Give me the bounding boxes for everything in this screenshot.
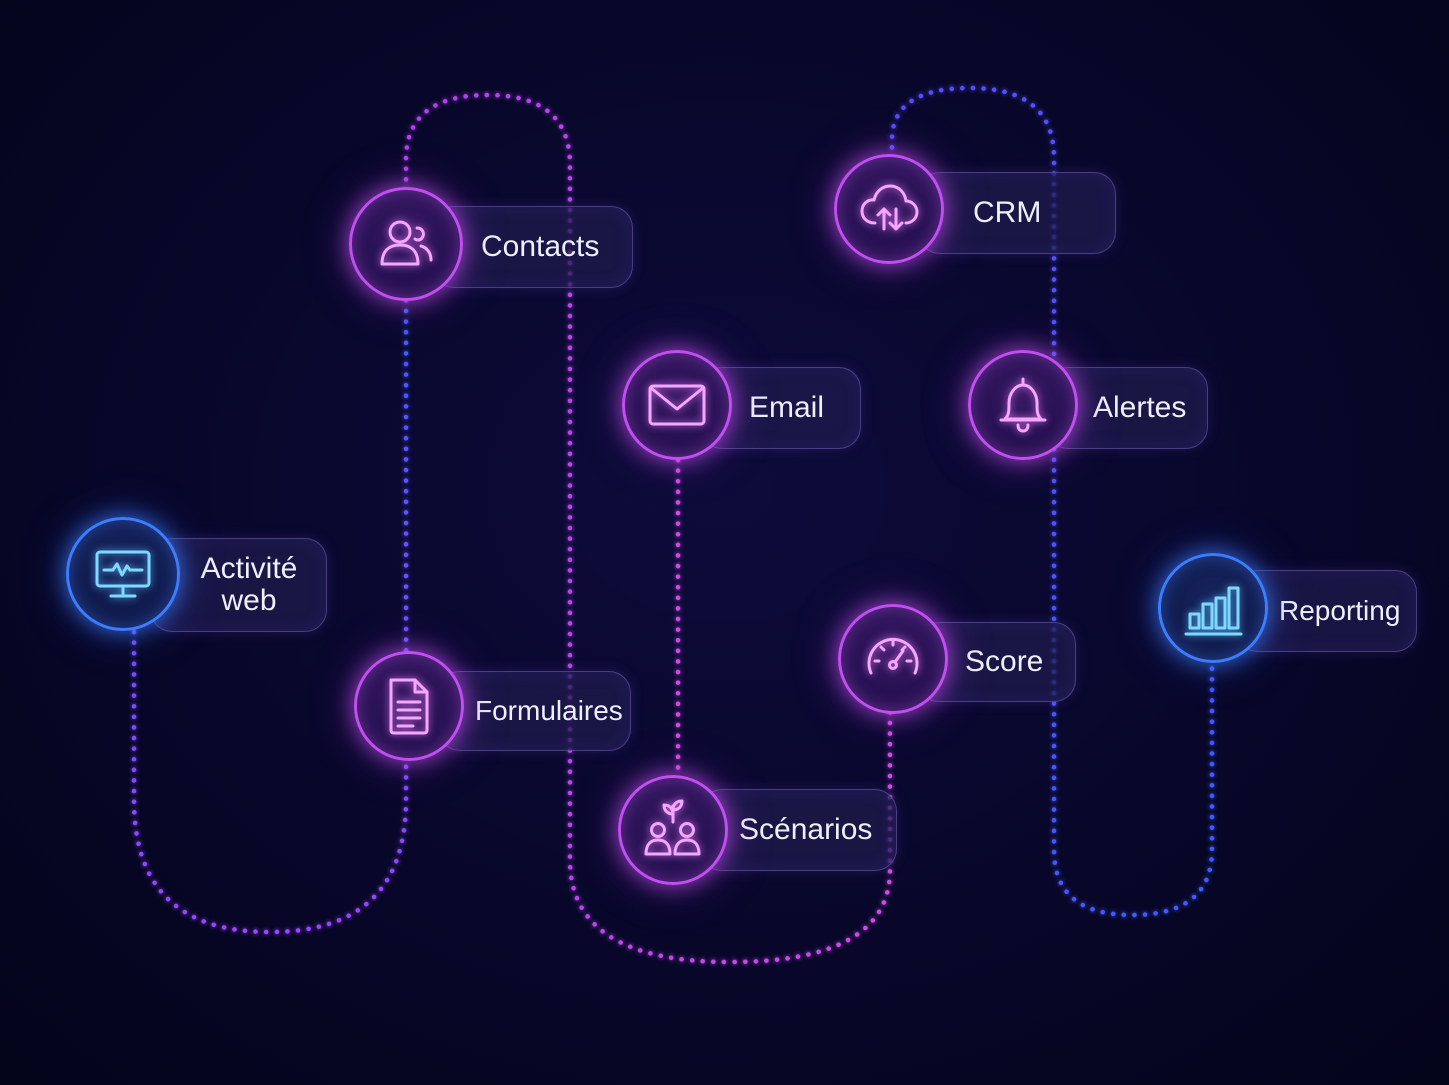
node-label-pill: CRM xyxy=(918,172,1116,254)
node-label-pill: Formulaires xyxy=(438,671,631,751)
node-icon-circle xyxy=(838,604,948,714)
monitor-pulse-icon xyxy=(95,550,151,598)
people-sprout-icon xyxy=(644,799,701,856)
node-icon-circle xyxy=(354,651,464,761)
path-contacts-to-score xyxy=(403,92,893,965)
node-icon-circle xyxy=(349,187,463,301)
node-icon-circle xyxy=(622,350,732,460)
node-icon-circle xyxy=(66,517,180,631)
users-icon xyxy=(380,220,433,266)
node-label-pill: Reporting xyxy=(1236,570,1417,652)
node-label-pill: Activité web xyxy=(150,538,327,632)
node-label: Score xyxy=(965,645,1044,678)
path-crm-to-reporting xyxy=(889,85,1215,918)
node-icon-circle xyxy=(618,775,728,885)
gauge-icon xyxy=(867,637,919,675)
node-icon-circle xyxy=(1158,553,1268,663)
envelope-icon xyxy=(648,384,706,426)
node-label: Formulaires xyxy=(475,695,623,726)
document-icon xyxy=(389,678,429,735)
node-label-pill: Contacts xyxy=(432,206,633,288)
node-label: CRM xyxy=(973,196,1042,229)
node-icon-circle xyxy=(968,350,1078,460)
cloud-sync-icon xyxy=(860,184,919,231)
node-label: Scénarios xyxy=(739,813,873,846)
node-label: Alertes xyxy=(1093,391,1187,424)
node-label: Reporting xyxy=(1279,595,1401,626)
node-label: Activité web xyxy=(200,552,298,617)
node-icon-circle xyxy=(834,154,944,264)
bar-chart-icon xyxy=(1184,586,1243,636)
bell-icon xyxy=(999,377,1047,433)
node-label: Contacts xyxy=(481,230,600,263)
path-web-to-contacts xyxy=(131,295,409,935)
node-label: Email xyxy=(749,391,825,424)
node-label-pill: Scénarios xyxy=(700,789,897,871)
